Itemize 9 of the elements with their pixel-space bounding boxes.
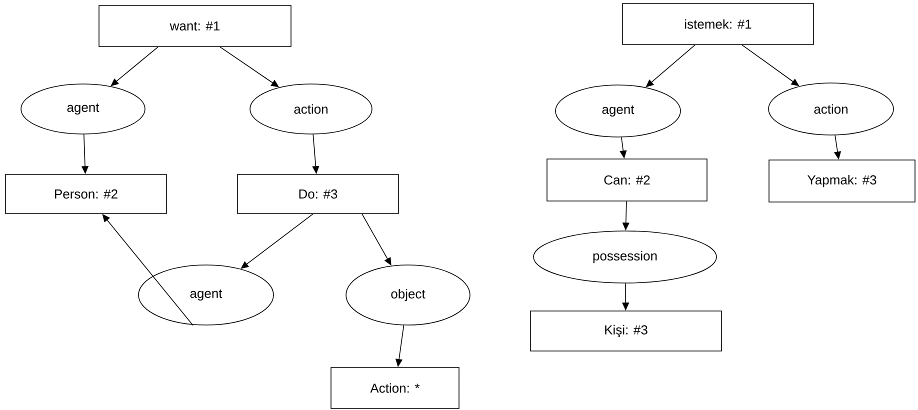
process-box: Person: #2: [5, 174, 167, 214]
process-box: Kişi: #3: [530, 310, 722, 352]
process-box: Can: #2: [546, 158, 708, 202]
process-box: Action: *: [330, 367, 460, 409]
process-box: istemek: #1: [622, 3, 814, 45]
process-box: Do: #3: [237, 174, 399, 214]
process-box: want: #1: [98, 5, 292, 47]
process-box: Yapmak: #3: [768, 160, 916, 202]
arrow: [240, 214, 314, 269]
